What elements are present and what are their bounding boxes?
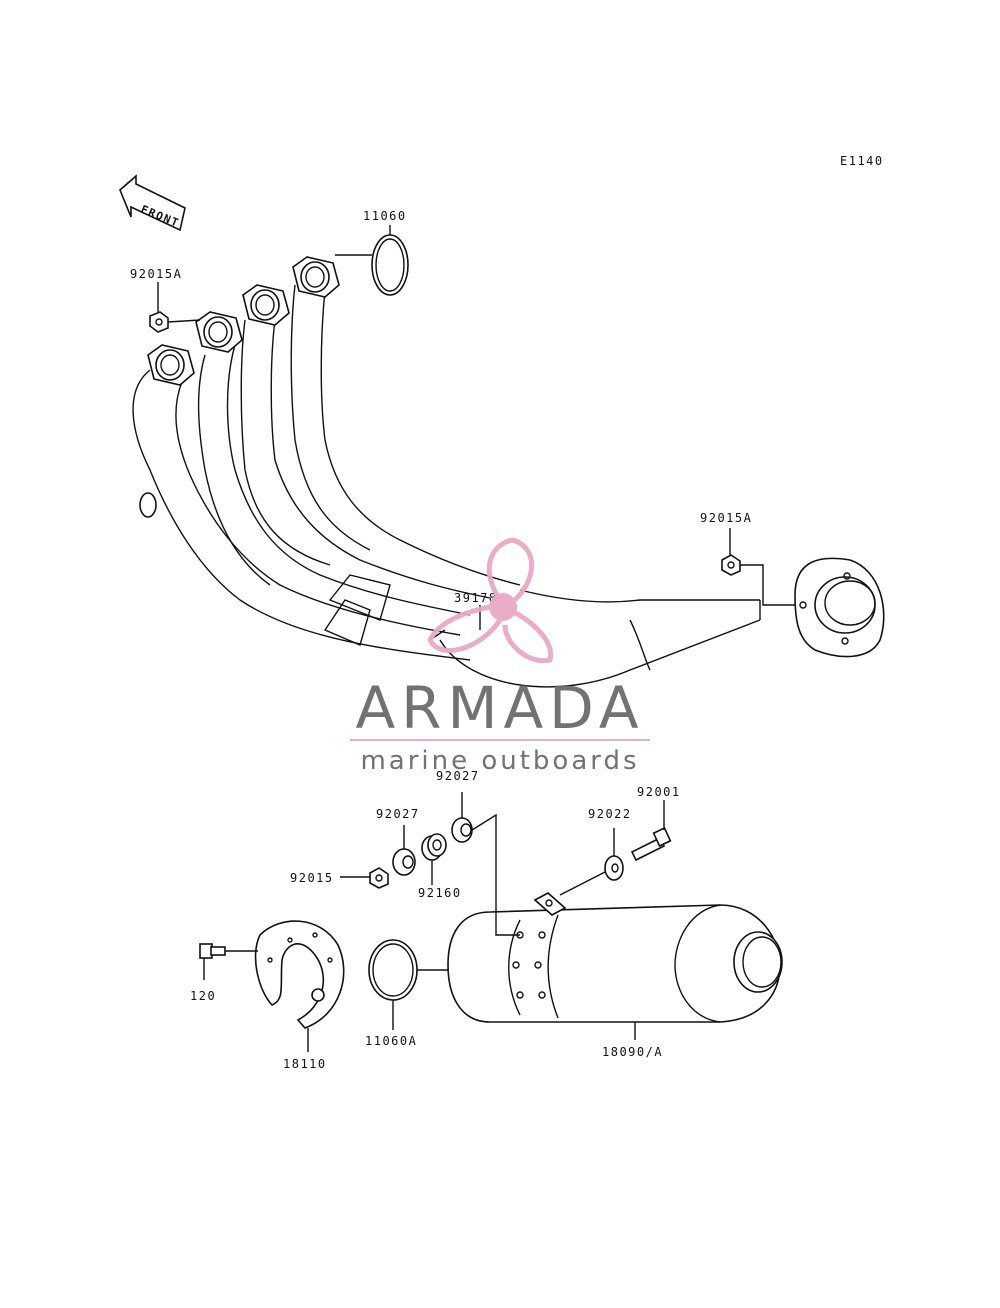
label-92027-left: 92027 <box>376 807 420 821</box>
label-92015A-right: 92015A <box>700 511 752 525</box>
propeller-icon <box>427 537 554 664</box>
bolt-92001 <box>630 827 672 862</box>
label-11060: 11060 <box>363 209 407 223</box>
label-92001: 92001 <box>637 785 681 799</box>
label-18090A: 18090/A <box>602 1045 663 1059</box>
label-120: 120 <box>190 989 216 1003</box>
brand-name: ARMADA <box>355 674 644 742</box>
exhaust-header-pipes <box>132 284 761 688</box>
label-39178: 39178 <box>454 591 498 605</box>
front-arrow-icon: FRONT <box>119 174 186 232</box>
label-18110: 18110 <box>283 1057 327 1071</box>
rear-flange <box>794 557 885 658</box>
bolt-120 <box>199 943 226 959</box>
diagram-code: E1140 <box>840 154 884 168</box>
washer-92022 <box>604 855 624 881</box>
label-11060A: 11060A <box>365 1034 417 1048</box>
label-92022: 92022 <box>588 807 632 821</box>
gasket-11060 <box>371 234 409 296</box>
label-92015: 92015 <box>290 871 334 885</box>
collar-92027-right <box>451 817 473 843</box>
gasket-11060A <box>368 939 418 1001</box>
label-92015A-top: 92015A <box>130 267 182 281</box>
brand-tagline: marine outboards <box>360 746 639 776</box>
armada-logo: ARMADA marine outboards <box>350 537 650 776</box>
nut-92015A-right <box>721 554 741 576</box>
nut-92015A-top <box>149 311 169 333</box>
collar-92027-left <box>392 848 416 876</box>
muffler-18090 <box>447 892 783 1023</box>
label-92027-right: 92027 <box>436 769 480 783</box>
grommet-92160 <box>421 833 447 861</box>
header-flanges <box>147 256 340 386</box>
label-92160: 92160 <box>418 886 462 900</box>
nut-92015 <box>369 867 389 889</box>
heat-cover-18110 <box>254 920 345 1029</box>
